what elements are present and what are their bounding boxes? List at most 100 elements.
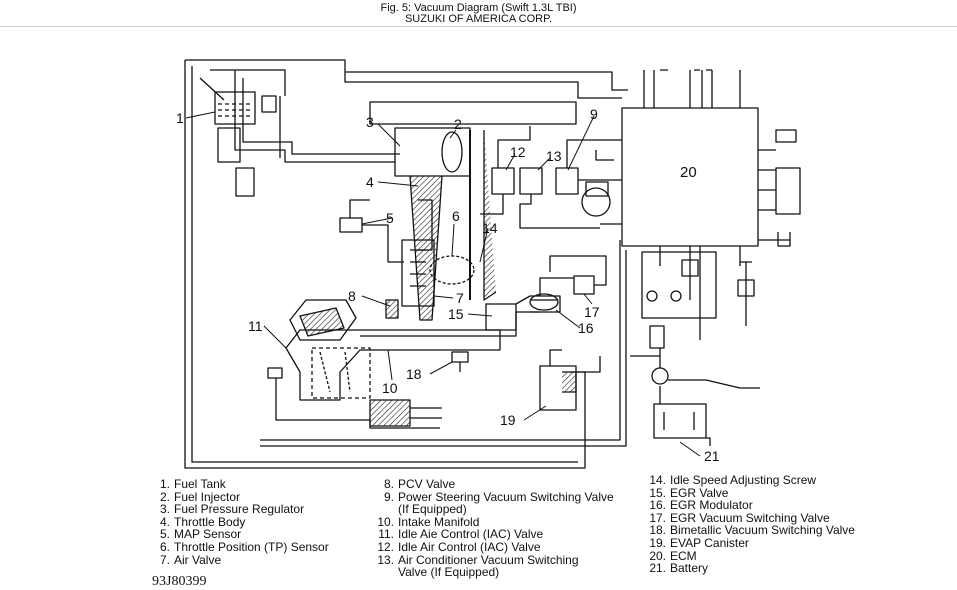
legend-item: 15. EGR Valve (642, 485, 855, 500)
callout-5: 5 (386, 210, 394, 226)
legend-item-label: Fuel Pressure Regulator (174, 502, 305, 517)
bimetallic-vsv (451, 351, 469, 372)
legend-item-number (370, 566, 398, 579)
legend-item: 9. Power Steering Vacuum Switching Valve (370, 489, 614, 504)
legend-item-label: Air Conditioner Vacuum Switching (398, 552, 579, 567)
legend-item: Valve (If Equipped) (370, 566, 614, 579)
legend-item-number: 12. (377, 539, 394, 554)
callout-18: 18 (406, 366, 422, 382)
legend-column-2: 8. PCV Valve 9. Power Steering Vacuum Switc… (370, 477, 614, 579)
callout-12: 12 (510, 144, 526, 160)
iac-vsv-12 (480, 126, 531, 215)
legend-item: 6. Throttle Position (TP) Sensor (146, 541, 329, 554)
legend-item-label: Battery (670, 561, 709, 576)
legend-item-label: PCV Valve (398, 477, 456, 491)
callout-21: 21 (704, 448, 720, 464)
legend-item: 18. Bimetallic Vacuum Switching Valve (642, 524, 855, 537)
legend-item-number: 5. (159, 527, 170, 542)
legend-item-number: 11. (378, 527, 394, 542)
callout-13: 13 (546, 148, 562, 164)
legend-item-number: 4. (159, 514, 170, 529)
legend-item-number: 1. (159, 477, 170, 491)
legend-item-number: 14. (649, 473, 666, 487)
legend-item-label: Intake Manifold (398, 514, 480, 529)
legend-item: 17. EGR Vacuum Switching Valve (642, 512, 855, 525)
callout-7: 7 (456, 290, 464, 306)
fuel-tank (199, 77, 277, 197)
legend-item: 14. Idle Speed Adjusting Screw (642, 474, 855, 487)
legend-item-number: 20. (649, 548, 666, 563)
legend-item-label: EGR Valve (670, 485, 729, 500)
legend-item-label: EVAP Canister (670, 535, 749, 550)
callout-15: 15 (448, 306, 464, 322)
legend-item-number: 13. (377, 552, 394, 567)
legend-item: (If Equipped) (370, 503, 614, 516)
figure-title: Fig. 5: Vacuum Diagram (Swift 1.3L TBI) (380, 2, 577, 14)
ecm-module (775, 167, 801, 215)
distributor-icon (581, 187, 611, 217)
egr-modulator (529, 293, 559, 311)
legend-item: 10.Intake Manifold (370, 516, 614, 529)
legend-item: 16.EGR Modulator (642, 499, 855, 512)
callout-10: 10 (382, 380, 398, 396)
legend-item-label: Throttle Body (174, 514, 246, 529)
sensor-box (585, 181, 609, 197)
legend-item-label: Fuel Injector (174, 489, 241, 504)
legend-item: 5. MAP Sensor (146, 528, 329, 541)
intake-manifold (267, 299, 540, 429)
legend-item: 1.Fuel Tank (146, 478, 329, 491)
ps-vsv-9 (555, 139, 622, 195)
callout-19: 19 (500, 412, 516, 428)
legend-item-number: 3. (159, 502, 170, 517)
egr-vsv (539, 255, 607, 296)
legend-item-number: 18. (649, 523, 666, 538)
legend-item-label: Power Steering Vacuum Switching Valve (398, 489, 614, 504)
legend-item: 11.Idle Aie Control (IAC) Valve (370, 528, 614, 541)
legend-item-number: 15. (649, 485, 666, 500)
legend-item: 4. Throttle Body (146, 516, 329, 529)
callout-20: 20 (680, 164, 697, 181)
egr-valve (485, 295, 561, 331)
legend-item: 13. Air Conditioner Vacuum Switching (370, 552, 614, 567)
callout-8: 8 (348, 288, 356, 304)
legend-item-label: ECM (670, 548, 697, 563)
legend-item-label: Air Valve (174, 552, 222, 567)
legend-item-number: 21. (649, 561, 666, 576)
legend-item: 19. EVAP Canister (642, 537, 855, 550)
callout-1: 1 (176, 110, 184, 126)
legend-item-label: EGR Modulator (670, 498, 753, 513)
legend-item-number: 6. (159, 539, 170, 554)
legend-item-label: Bimetallic Vacuum Switching Valve (670, 523, 855, 538)
evap-canister (539, 349, 601, 411)
legend-item-label: Idle Air Control (IAC) Valve (398, 539, 541, 554)
figure-code: 93J80399 (152, 574, 207, 589)
throttle-body (369, 101, 577, 321)
callout-11: 11 (248, 318, 263, 334)
callout-6: 6 (452, 208, 460, 224)
callout-9: 9 (590, 106, 598, 122)
callout-leaders (185, 111, 701, 457)
legend-item-number: 7. (159, 552, 170, 567)
legend-item-number: 19. (649, 535, 666, 550)
pcv-valve (385, 299, 399, 319)
legend-item-number: 9. (383, 489, 394, 504)
legend-item-label: EGR Vacuum Switching Valve (670, 510, 830, 525)
callout-2: 2 (454, 116, 462, 132)
legend-item-label: MAP Sensor (174, 527, 242, 542)
header-divider (0, 26, 957, 27)
callout-17: 17 (584, 304, 600, 320)
legend-item-number: 17. (649, 510, 666, 525)
wiring-lower-right (630, 232, 791, 446)
legend-item-label: Idle Speed Adjusting Screw (670, 473, 817, 487)
legend-item-number (370, 503, 398, 516)
callout-3: 3 (366, 114, 374, 130)
legend-item-number: 8. (383, 477, 394, 491)
legend-column-3: 14. Idle Speed Adjusting Screw 15. EGR Valv… (642, 474, 855, 575)
ecm (600, 69, 790, 340)
map-sensor (339, 199, 404, 263)
callout-16: 16 (578, 320, 594, 336)
legend-item-label: Throttle Position (TP) Sensor (174, 539, 329, 554)
legend-item-number: 2. (159, 489, 170, 504)
